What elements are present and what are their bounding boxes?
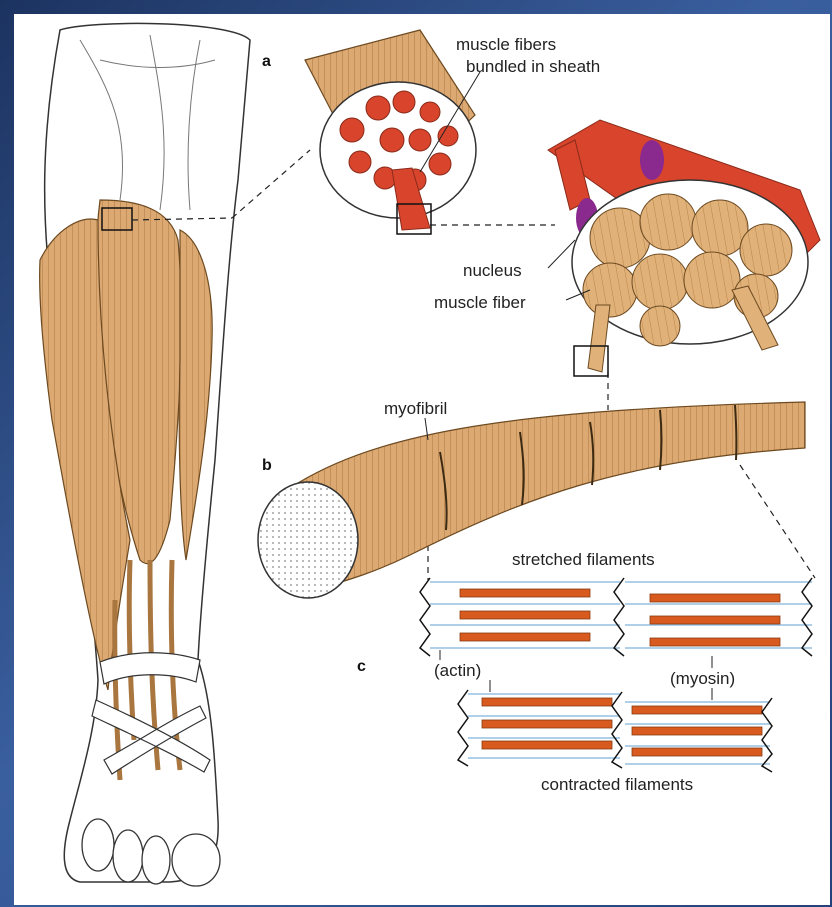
muscle-fiber-cluster [548,120,820,376]
leg-illustration [40,23,250,886]
muscle-fiber-label: muscle fiber [434,293,526,312]
muscle-fibers-label: muscle fibers [456,35,556,54]
bundled-in-sheath-label: bundled in sheath [466,57,600,76]
panel-a-label: a [262,53,271,70]
panel-b-label: b [262,457,272,474]
stretched-filaments-label: stretched filaments [512,550,655,569]
nucleus-label: nucleus [463,261,522,280]
contracted-filaments-label: contracted filaments [541,775,693,794]
myosin-label: (myosin) [670,669,735,688]
muscle-bundle-cross-section [305,30,476,234]
panel-c-label: c [357,658,366,675]
myofibril-label: myofibril [384,399,447,418]
actin-label: (actin) [434,661,481,680]
